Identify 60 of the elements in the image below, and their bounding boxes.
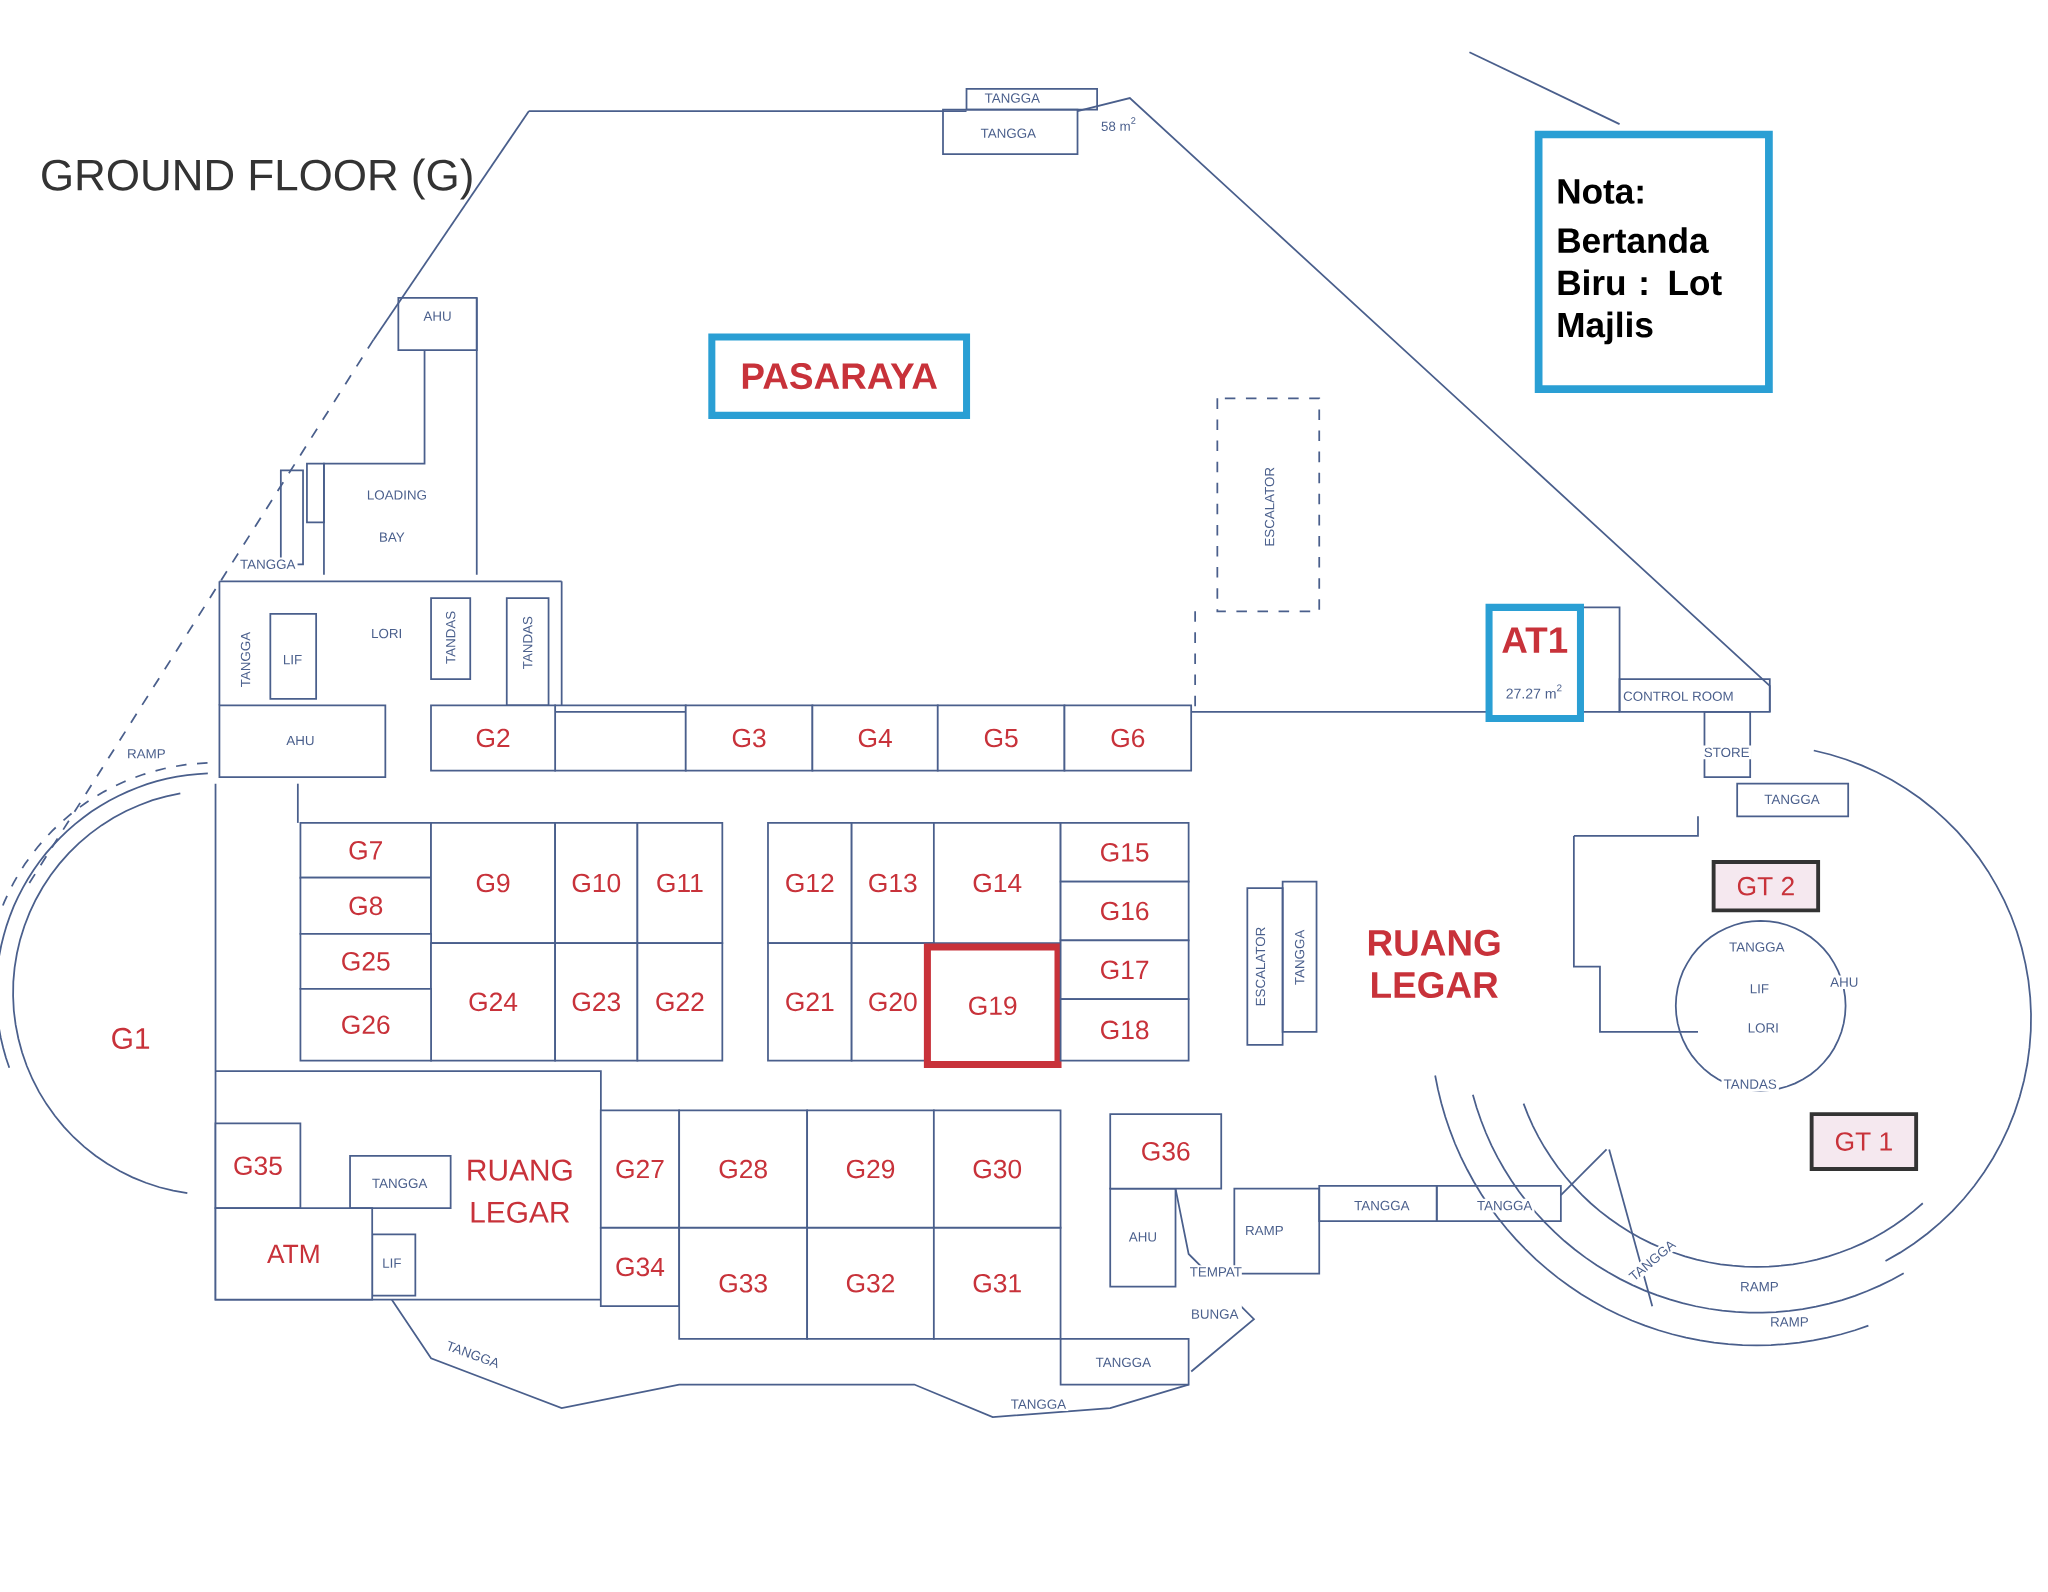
lot-cell: G5 xyxy=(936,704,1066,772)
lot-cell: G7 xyxy=(299,821,432,879)
lot-cell: G4 xyxy=(811,704,939,772)
lot-cell: G27 xyxy=(599,1109,681,1229)
lot-cell: G36 xyxy=(1109,1113,1223,1190)
room-name: 58 m$^{2}$ xyxy=(1098,115,1140,134)
lot-cell: G9 xyxy=(430,821,556,944)
lot-cell: G18 xyxy=(1059,998,1190,1062)
lot-cell: G20 xyxy=(850,942,935,1062)
room-name: TANGGA xyxy=(369,1176,430,1191)
lot-cell: G14 xyxy=(932,821,1062,944)
plan-title: GROUND FLOOR (G) xyxy=(42,158,472,200)
room-name: LIF xyxy=(380,1256,404,1270)
room-name: LORI xyxy=(1745,1021,1781,1035)
room-name: TANGGA xyxy=(1008,1397,1069,1411)
lot-cell: G31 xyxy=(932,1226,1062,1340)
lot-cell: G11 xyxy=(636,821,724,944)
room-name: TANGGA xyxy=(978,126,1039,140)
lot-cell: G21 xyxy=(767,942,853,1062)
room-name: TANDAS xyxy=(1721,1077,1779,1091)
room-name: RAMP xyxy=(1768,1315,1811,1329)
lot-cell: G6 xyxy=(1063,704,1193,772)
lot-cell: G22 xyxy=(636,942,724,1062)
zone-label: RUANG LEGAR xyxy=(452,1157,587,1225)
lot-cell: G34 xyxy=(599,1226,681,1307)
lot-cell: G35 xyxy=(214,1122,302,1209)
lot-cell: G3 xyxy=(684,704,814,772)
note-box: Nota: Bertanda Biru : Lot Majlis xyxy=(1534,130,1773,393)
lot-cell: G2 xyxy=(430,704,556,772)
room-name: CONTROL ROOM xyxy=(1621,689,1736,703)
room-name: TANGGA xyxy=(1726,940,1787,954)
lot-box: GT 1 xyxy=(1809,1112,1919,1171)
lot-cell: G12 xyxy=(767,821,853,944)
lot-label: G1 xyxy=(112,1027,150,1049)
lot-cell: G30 xyxy=(932,1109,1062,1229)
room-name: AHU xyxy=(1126,1230,1160,1244)
room-name: LOADING BAY xyxy=(364,488,426,544)
lot-cell: G10 xyxy=(554,821,639,944)
zone-label: RUANG LEGAR xyxy=(1347,927,1522,1001)
room-name: TANGGA xyxy=(237,557,298,572)
lot-cell: G24 xyxy=(430,942,556,1062)
lot-cell: G15 xyxy=(1059,821,1190,883)
lot-cell: G32 xyxy=(806,1226,935,1340)
lot-cell: G26 xyxy=(299,987,432,1062)
room-name: AHU xyxy=(1828,975,1861,989)
lot-cell: G8 xyxy=(299,876,432,935)
lot-cell: G13 xyxy=(850,821,935,944)
lot-box: AT1 27.27 m$^{2}$ xyxy=(1485,603,1584,722)
lot-cell: G17 xyxy=(1059,939,1190,1000)
lot-cell: G25 xyxy=(299,932,432,990)
lot-box: PASARAYA xyxy=(708,333,971,419)
room-name: AHU xyxy=(421,309,454,323)
room-name: TEMPAT BUNGA xyxy=(1187,1265,1242,1321)
room-name: TANGGA xyxy=(982,91,1043,105)
lot-box: GT 2 xyxy=(1711,860,1821,913)
lot-cell: G29 xyxy=(806,1109,935,1229)
lot-cell: G23 xyxy=(554,942,639,1062)
lot-cell: ATM xyxy=(214,1207,374,1301)
lot-cell: G28 xyxy=(678,1109,809,1229)
lot-cell: G16 xyxy=(1059,880,1190,942)
